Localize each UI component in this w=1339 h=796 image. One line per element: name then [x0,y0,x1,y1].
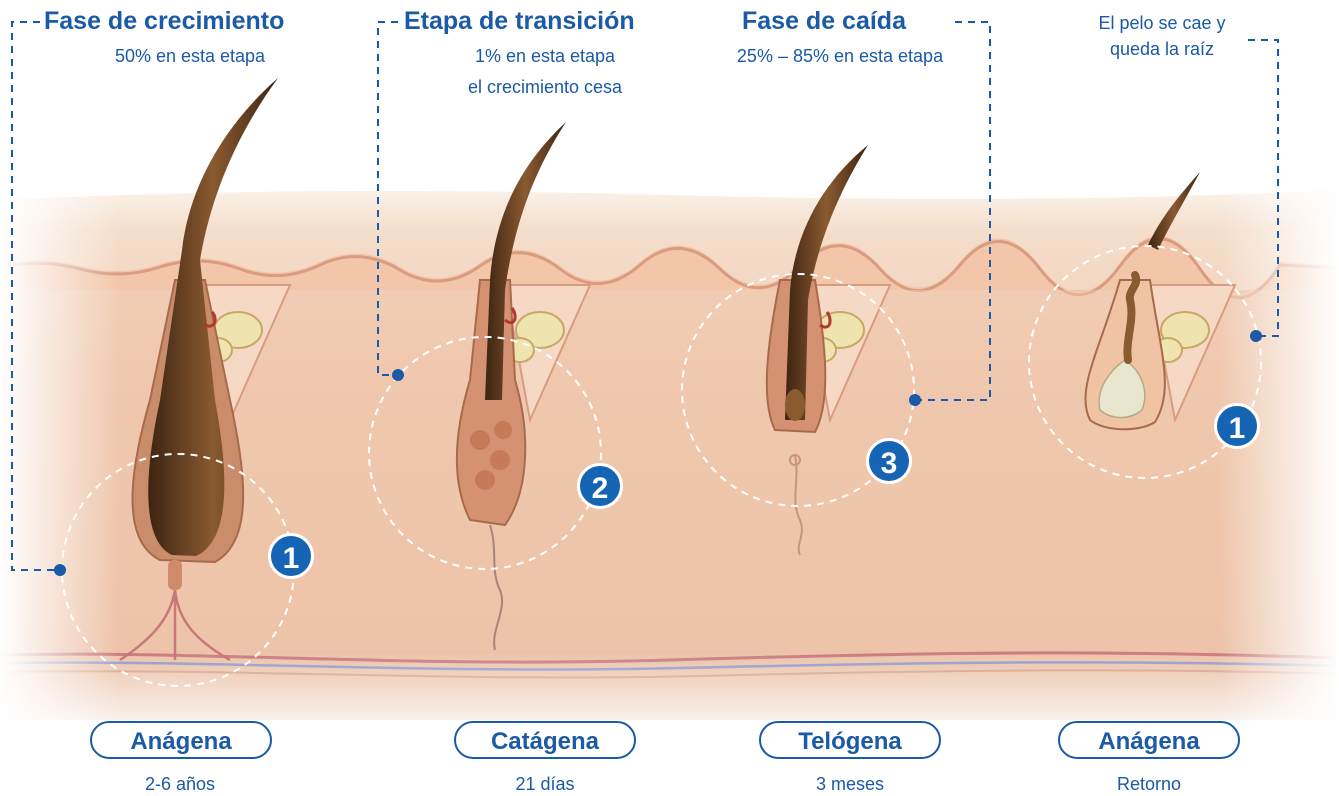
leader-dot-2 [392,369,404,381]
phase-2-subtitle: 1% en esta etapa [415,42,675,70]
phase-3-subtitle: 25% – 85% en esta etapa [690,42,990,70]
phase-4-duration: Retorno [1049,773,1249,795]
phase-3-title: Fase de caída [742,6,906,36]
badge-4: 1 [1214,403,1260,449]
phase-4-note-line-2: queda la raíz [1062,36,1262,62]
phase-1-duration: 2-6 años [80,773,280,795]
badge-2: 2 [577,463,623,509]
leader-dot-3 [909,394,921,406]
badge-1: 1 [268,533,314,579]
phase-3-duration: 3 meses [750,773,950,795]
phase-4-label: Anágena [1058,721,1240,759]
phase-3-label: Telógena [759,721,941,759]
phase-2-duration: 21 días [445,773,645,795]
phase-2-title: Etapa de transición [404,6,635,36]
phase-1-label: Anágena [90,721,272,759]
leader-dot-1 [54,564,66,576]
phase-2-note: el crecimiento cesa [415,73,675,101]
phase-1-subtitle: 50% en esta etapa [60,42,320,70]
phase-4-note-line-1: El pelo se cae y [1062,10,1262,36]
phase-2-label: Catágena [454,721,636,759]
phase-1-title: Fase de crecimiento [44,6,284,36]
leader-dot-4 [1250,330,1262,342]
badge-3: 3 [866,438,912,484]
